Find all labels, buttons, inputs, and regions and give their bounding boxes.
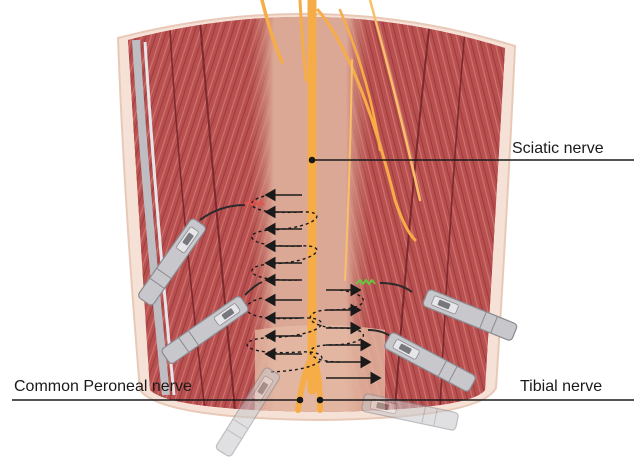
tibial-nerve-label: Tibial nerve xyxy=(520,378,602,396)
common-peroneal-nerve-label: Common Peroneal nerve xyxy=(14,378,192,396)
sciatic-nerve-label: Sciatic nerve xyxy=(512,140,604,158)
